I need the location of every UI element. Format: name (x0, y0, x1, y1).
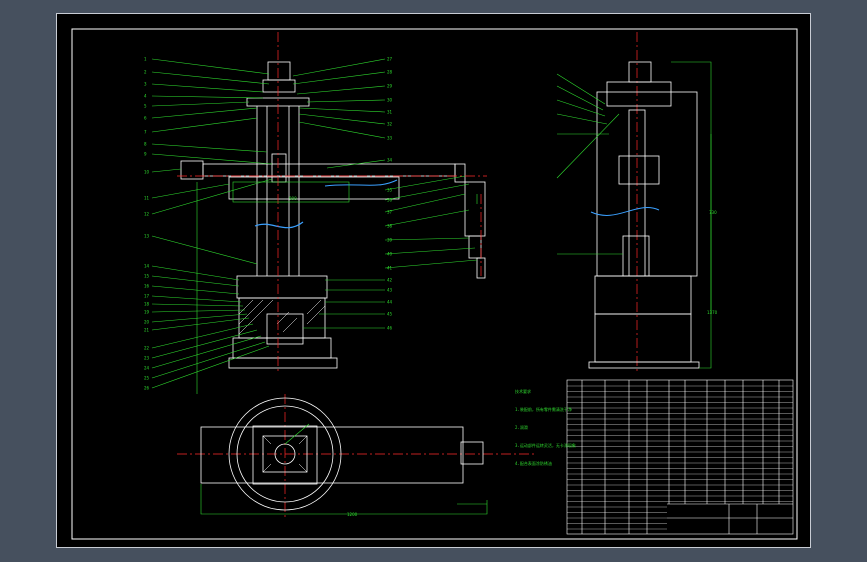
centerlines (177, 32, 638, 519)
balloon-number: 43 (387, 288, 393, 293)
balloon-number: 5 (144, 104, 147, 109)
parts-rows (567, 385, 793, 530)
balloon-number: 1 (144, 57, 147, 62)
balloon-number: 4 (144, 94, 147, 99)
wrist (464, 181, 486, 237)
balloon-number: 17 (144, 294, 150, 299)
balloon-number: 18 (144, 302, 150, 307)
balloon-number: 3 (144, 82, 147, 87)
balloon-number: 33 (387, 136, 393, 141)
note-line: 3.运动部件运转灵活，无卡滞现象 (515, 443, 576, 448)
dimension-label: 730 (709, 210, 717, 215)
base-circle (228, 397, 342, 511)
cad-drawing: 1234567891011121314151617181920212223242… (71, 28, 798, 540)
balloon-number: 20 (144, 320, 150, 325)
top-motor-end (460, 441, 484, 465)
balloon-number: 30 (387, 98, 393, 103)
balloon-number: 28 (387, 70, 393, 75)
balloon-number: 7 (144, 130, 147, 135)
balloon-number: 16 (144, 284, 150, 289)
balloon-number: 23 (144, 356, 150, 361)
balloon-number: 13 (144, 234, 150, 239)
notes-heading: 技术要求 (515, 389, 531, 394)
balloon-number: 39 (387, 238, 393, 243)
balloon-number: 9 (144, 152, 147, 157)
dimension-label: 900 (289, 196, 297, 201)
balloon-number: 2 (144, 70, 147, 75)
balloon-number: 37 (387, 210, 393, 215)
balloon-number: 24 (144, 366, 150, 371)
balloon-number: 46 (387, 326, 393, 331)
parts-list (566, 379, 794, 535)
balloon-number: 34 (387, 158, 393, 163)
balloon-number: 44 (387, 300, 393, 305)
balloon-number: 8 (144, 142, 147, 147)
dimension-label: 1200 (347, 512, 358, 517)
arm-beam (202, 163, 456, 177)
balloon-number: 42 (387, 278, 393, 283)
side-view (588, 61, 700, 369)
note-line: 2.润滑 (515, 425, 528, 430)
note-line: 1.装配前，所有零件需清洗干净 (515, 407, 572, 412)
balloon-number: 12 (144, 212, 150, 217)
balloon-number: 35 (387, 188, 393, 193)
balloon-number: 14 (144, 264, 150, 269)
note-line: 4.配合表面涂防锈油 (515, 461, 552, 466)
front-view (180, 61, 486, 369)
balloon-number: 19 (144, 310, 150, 315)
balloon-number: 15 (144, 274, 150, 279)
balloon-number: 38 (387, 224, 393, 229)
balloon-number: 10 (144, 170, 150, 175)
balloon-number: 32 (387, 122, 393, 127)
balloon-number: 41 (387, 266, 393, 271)
top-motor (267, 61, 291, 81)
balloon-number: 27 (387, 57, 393, 62)
base (232, 337, 332, 359)
side-motor (628, 61, 652, 83)
dimension-label: 1370 (707, 310, 718, 315)
balloon-number: 45 (387, 312, 393, 317)
balloon-number: 21 (144, 328, 150, 333)
dim-box (232, 181, 350, 203)
leaders-left (151, 58, 273, 389)
balloon-number: 22 (144, 346, 150, 351)
leaders-right (292, 58, 478, 329)
balloon-number: 31 (387, 110, 393, 115)
inner-frame (71, 28, 798, 540)
top-rail (200, 426, 464, 484)
balloon-number: 36 (387, 198, 393, 203)
side-base (594, 275, 692, 315)
balloon-number: 26 (144, 386, 150, 391)
balloon-number: 6 (144, 116, 147, 121)
balloon-number: 40 (387, 252, 393, 257)
top-view (200, 397, 484, 511)
cable (254, 221, 304, 229)
balloon-number: 25 (144, 376, 150, 381)
balloon-number: 29 (387, 84, 393, 89)
technical-notes: 技术要求 1.装配前，所有零件需清洗干净 2.润滑 3.运动部件运转灵活，无卡滞… (515, 377, 576, 479)
balloon-number: 11 (144, 196, 150, 201)
base-hatch (238, 299, 326, 335)
